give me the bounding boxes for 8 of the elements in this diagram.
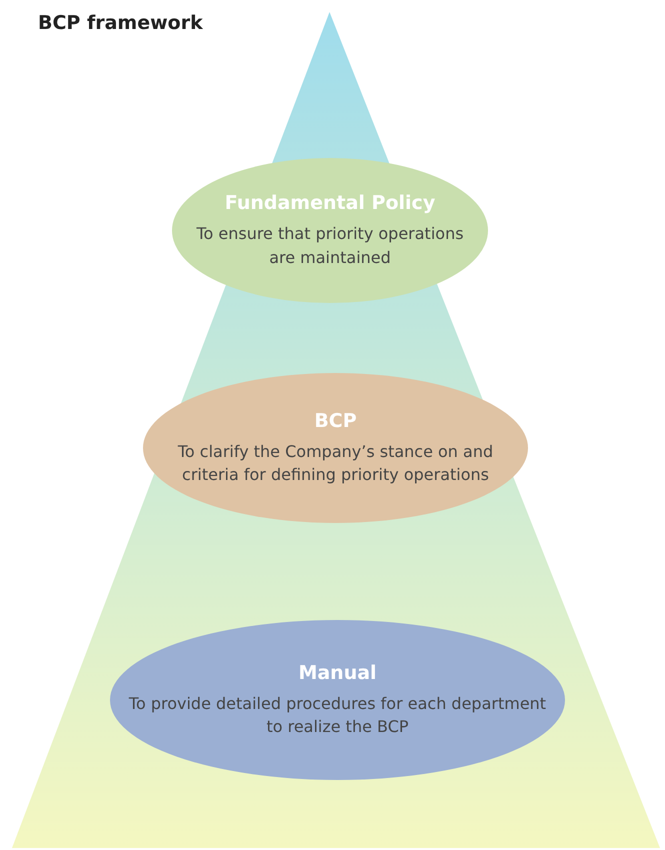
oval-description: To clarify the Company’s stance on and criteria for defining priority operations	[176, 440, 494, 486]
oval-heading: BCP	[314, 410, 357, 432]
oval-heading: Manual	[298, 662, 377, 684]
triangle-shape	[12, 12, 660, 848]
oval-description: To ensure that priority operations are maintained	[195, 223, 465, 268]
diagram-title: BCP framework	[38, 12, 203, 34]
oval-heading: Fundamental Policy	[224, 192, 436, 214]
oval-description: To provide detailed procedures for each department to realize the BCP	[128, 692, 547, 738]
